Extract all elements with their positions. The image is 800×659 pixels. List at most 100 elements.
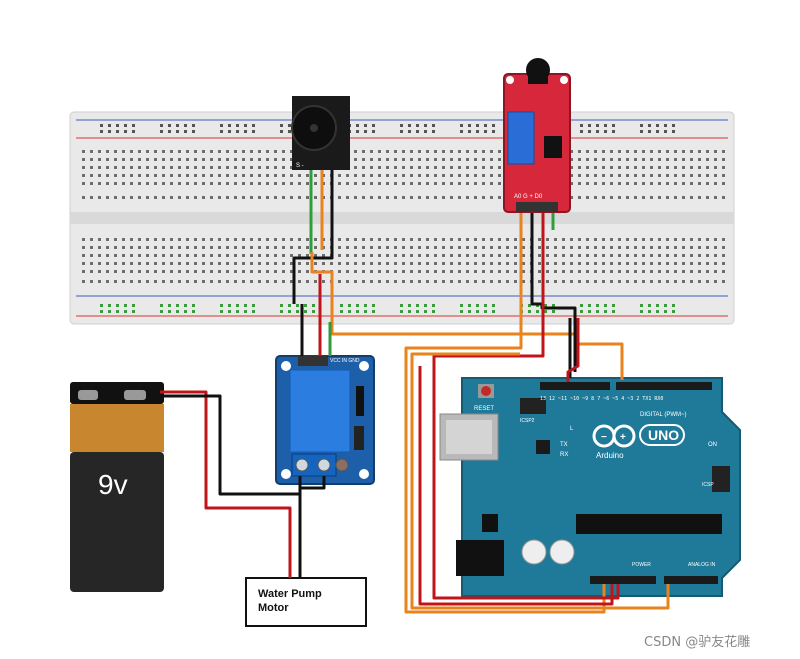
breadboard-hole: [106, 196, 109, 199]
breadboard-hole: [498, 254, 501, 257]
breadboard-hole: [116, 304, 119, 307]
breadboard-hole: [338, 270, 341, 273]
breadboard-hole: [114, 150, 117, 153]
breadboard-hole: [586, 246, 589, 249]
breadboard-hole: [306, 246, 309, 249]
breadboard-hole: [266, 182, 269, 185]
breadboard-hole: [408, 304, 411, 307]
breadboard-hole: [108, 310, 111, 313]
breadboard-hole: [362, 166, 365, 169]
breadboard-hole: [322, 262, 325, 265]
breadboard-hole: [714, 280, 717, 283]
breadboard-hole: [658, 174, 661, 177]
breadboard-hole: [580, 304, 583, 307]
breadboard-hole: [578, 280, 581, 283]
breadboard-hole: [236, 304, 239, 307]
breadboard-hole: [354, 280, 357, 283]
breadboard-hole: [514, 270, 517, 273]
breadboard-hole: [386, 166, 389, 169]
breadboard-hole: [220, 124, 223, 127]
breadboard-hole: [714, 246, 717, 249]
breadboard-hole: [106, 174, 109, 177]
breadboard-hole: [106, 182, 109, 185]
icsp2-header: ICSP2: [520, 398, 546, 424]
breadboard-hole: [178, 254, 181, 257]
breadboard-hole: [130, 182, 133, 185]
breadboard-hole: [490, 280, 493, 283]
breadboard-hole: [244, 124, 247, 127]
breadboard-hole: [594, 246, 597, 249]
breadboard-hole: [364, 130, 367, 133]
breadboard-hole: [698, 238, 701, 241]
breadboard-hole: [664, 304, 667, 307]
relay-module: VCC IN GND: [275, 355, 375, 485]
breadboard-hole: [346, 196, 349, 199]
breadboard-hole: [356, 124, 359, 127]
breadboard-hole: [378, 238, 381, 241]
breadboard-hole: [82, 280, 85, 283]
breadboard-hole: [498, 150, 501, 153]
breadboard-hole: [634, 158, 637, 161]
breadboard-hole: [154, 150, 157, 153]
breadboard-hole: [722, 182, 725, 185]
breadboard-hole: [562, 262, 565, 265]
breadboard-hole: [634, 246, 637, 249]
breadboard-hole: [90, 254, 93, 257]
breadboard-hole: [90, 238, 93, 241]
breadboard-hole: [146, 182, 149, 185]
breadboard-hole: [226, 182, 229, 185]
breadboard-hole: [258, 270, 261, 273]
breadboard-hole: [658, 182, 661, 185]
breadboard-hole: [482, 254, 485, 257]
breadboard-hole: [434, 270, 437, 273]
potentiometer: [507, 111, 535, 165]
breadboard-hole: [266, 280, 269, 283]
breadboard-hole: [266, 246, 269, 249]
breadboard-hole: [546, 254, 549, 257]
breadboard-hole: [258, 166, 261, 169]
capacitor: [521, 539, 547, 565]
breadboard-hole: [176, 124, 179, 127]
breadboard-hole: [416, 304, 419, 307]
breadboard-hole: [722, 262, 725, 265]
breadboard-hole: [106, 166, 109, 169]
breadboard-hole: [312, 310, 315, 313]
breadboard-hole: [146, 150, 149, 153]
breadboard-hole: [378, 246, 381, 249]
breadboard-hole: [722, 270, 725, 273]
breadboard-hole: [258, 254, 261, 257]
breadboard-hole: [672, 124, 675, 127]
water-pump-motor: Water Pump Motor: [245, 577, 367, 627]
breadboard-hole: [658, 280, 661, 283]
breadboard-hole: [234, 238, 237, 241]
breadboard-hole: [306, 182, 309, 185]
breadboard-hole: [194, 166, 197, 169]
breadboard-hole: [186, 182, 189, 185]
breadboard-hole: [714, 270, 717, 273]
breadboard-hole: [618, 158, 621, 161]
breadboard-hole: [432, 304, 435, 307]
breadboard-hole: [490, 166, 493, 169]
breadboard-hole: [664, 310, 667, 313]
breadboard-hole: [418, 182, 421, 185]
breadboard-hole: [578, 196, 581, 199]
breadboard-hole: [338, 262, 341, 265]
breadboard-hole: [492, 130, 495, 133]
breadboard-hole: [522, 280, 525, 283]
breadboard-hole: [492, 304, 495, 307]
breadboard-hole: [536, 310, 539, 313]
breadboard-hole: [474, 280, 477, 283]
breadboard-hole: [290, 254, 293, 257]
breadboard-hole: [82, 196, 85, 199]
breadboard-hole: [682, 150, 685, 153]
breadboard-hole: [210, 246, 213, 249]
breadboard-hole: [236, 310, 239, 313]
brand-label: Arduino: [596, 451, 624, 460]
breadboard-hole: [116, 130, 119, 133]
breadboard-hole: [154, 182, 157, 185]
breadboard-hole: [346, 246, 349, 249]
breadboard-hole: [490, 158, 493, 161]
breadboard-hole: [460, 130, 463, 133]
breadboard-hole: [338, 280, 341, 283]
breadboard-hole: [274, 196, 277, 199]
